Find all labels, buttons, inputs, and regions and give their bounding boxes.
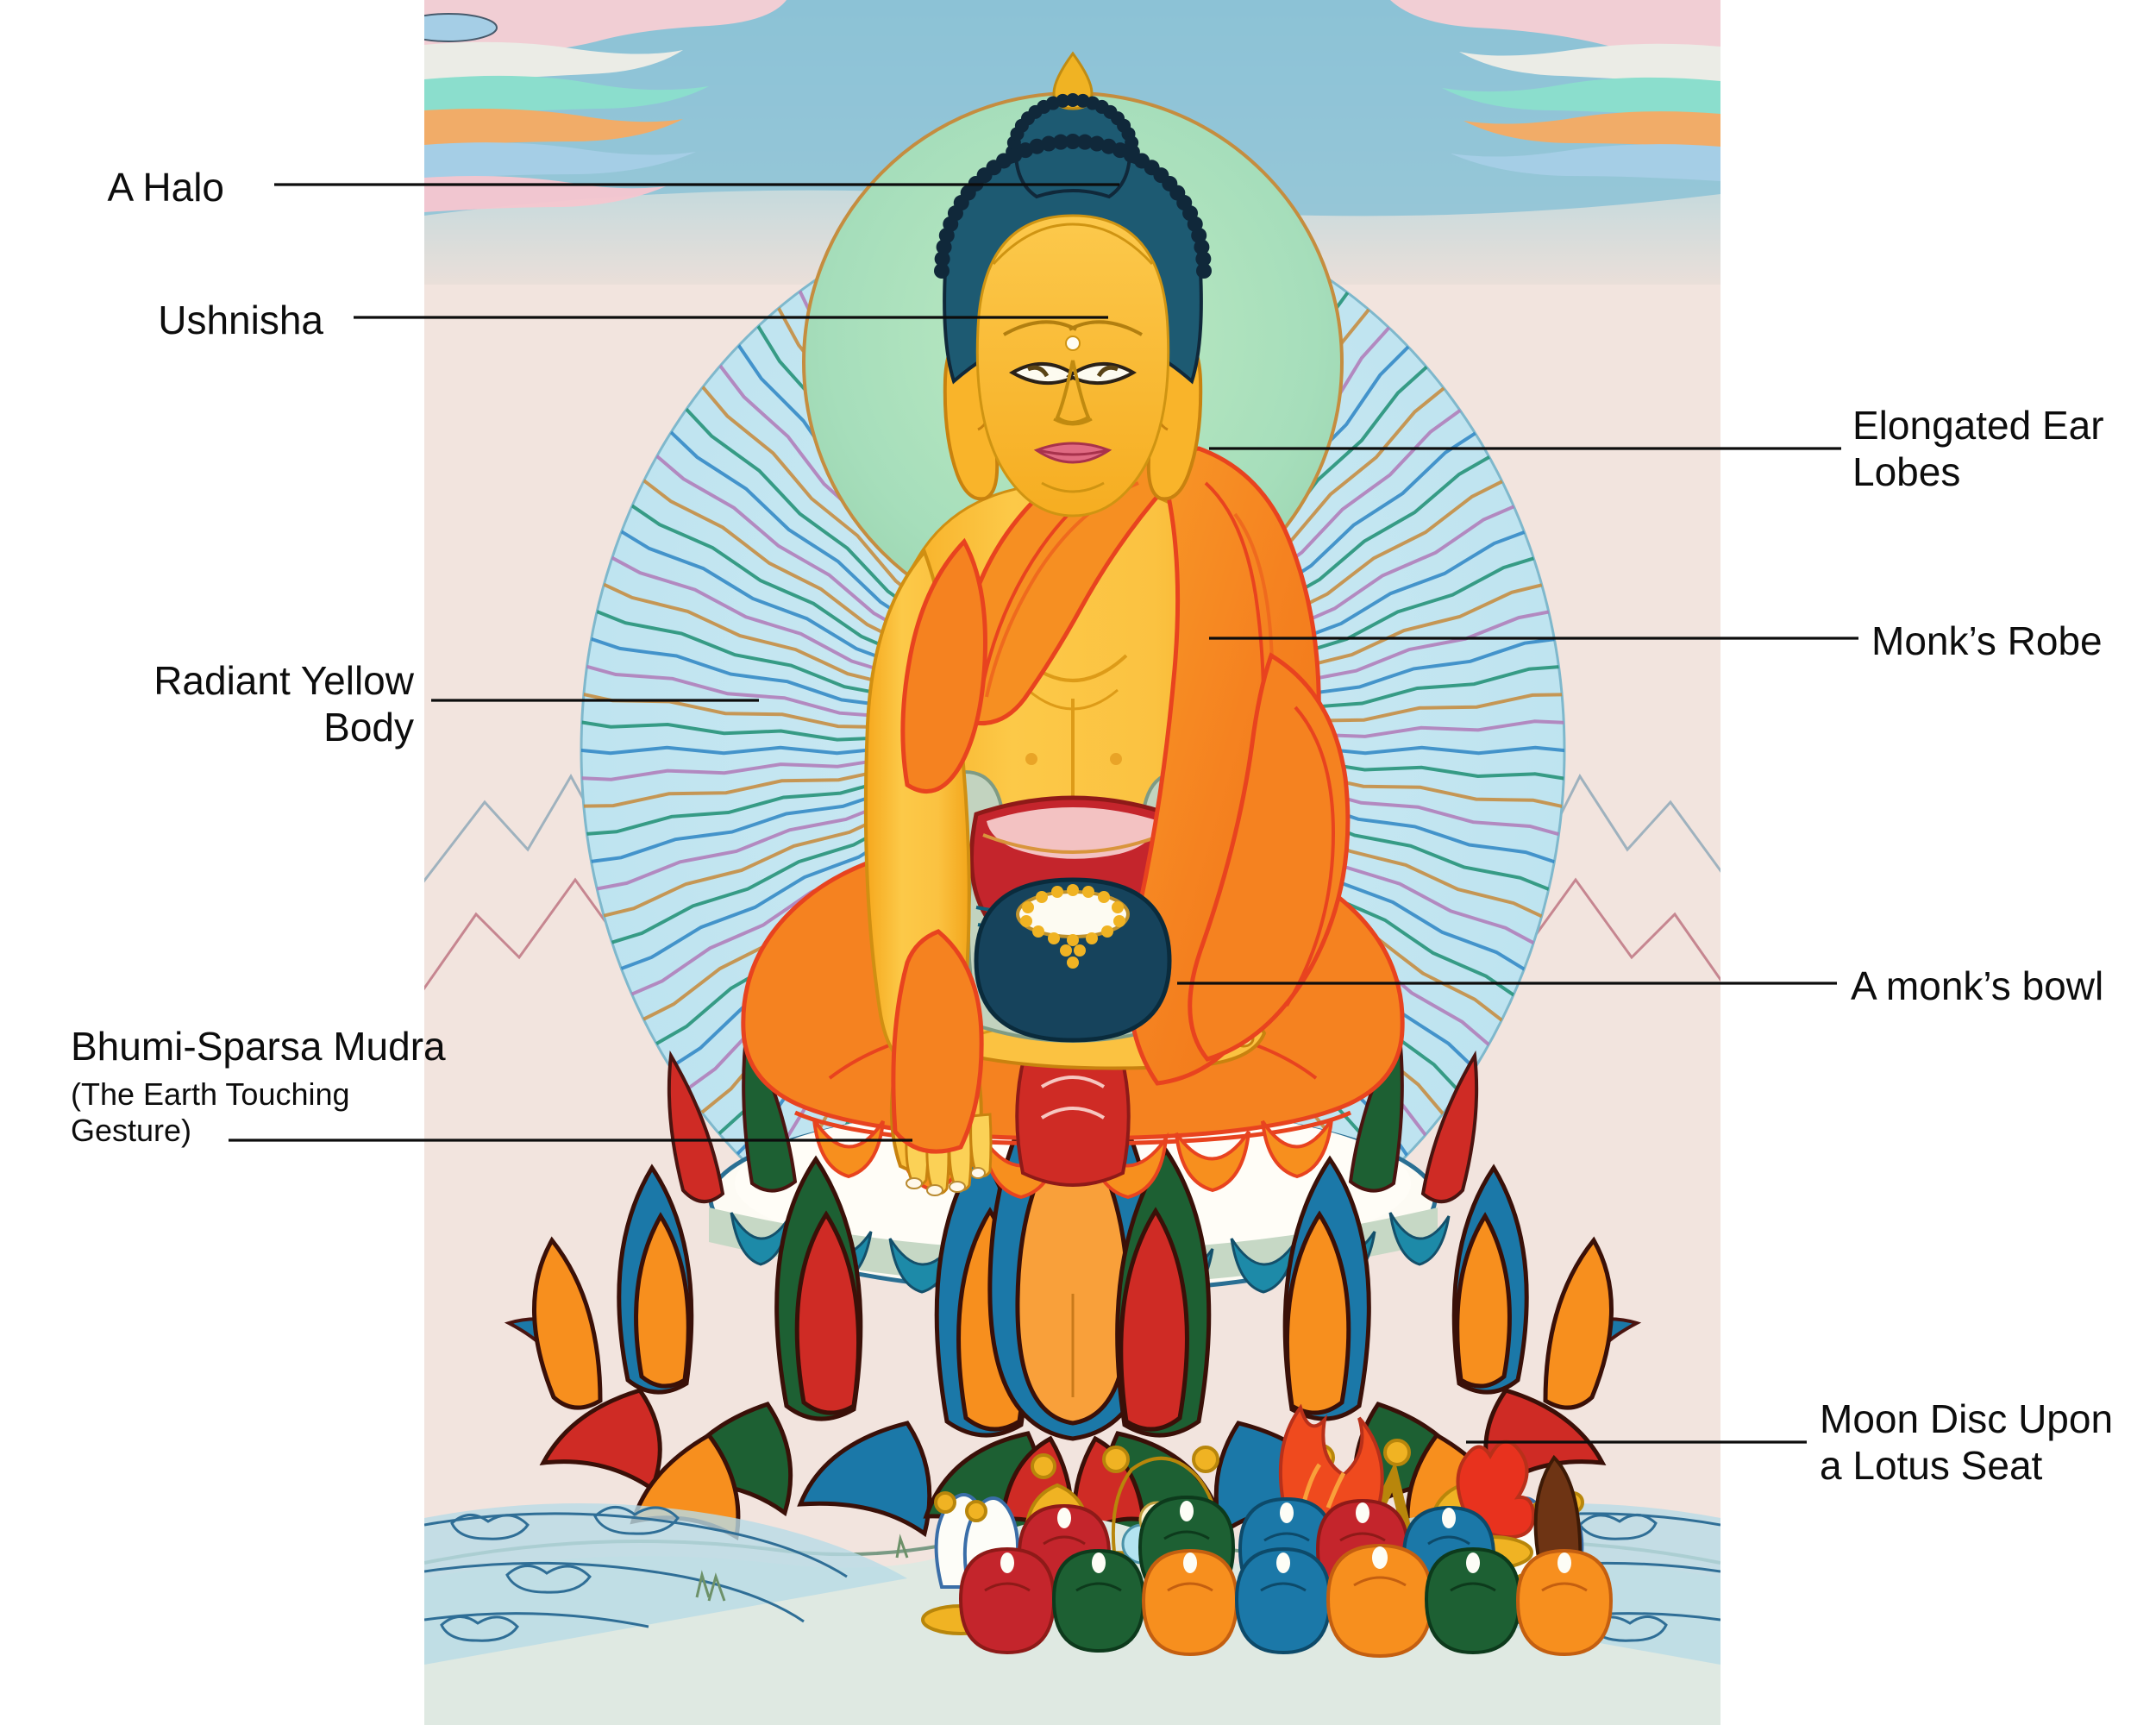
label-mudra-subtitle: (The Earth Touching Gesture)	[71, 1076, 350, 1149]
offering-row	[921, 1403, 1614, 1659]
label-elongated-ear-lobes: Elongated Ear Lobes	[1852, 403, 2104, 495]
label-monks-robe: Monk’s Robe	[1871, 618, 2103, 663]
monks-bowl	[974, 877, 1172, 1043]
offering-jewels-front	[958, 1543, 1614, 1659]
label-moon-disc-lotus-seat: Moon Disc Upon a Lotus Seat	[1820, 1396, 2114, 1489]
thangka-painting	[424, 0, 1720, 1725]
buddha-figure	[741, 51, 1405, 1200]
label-ushnisha: Ushnisha	[158, 298, 323, 342]
painting-canvas	[424, 0, 1720, 1725]
buddha-head	[934, 51, 1212, 518]
monk-robe	[891, 427, 1351, 1154]
cloud-band-right	[1390, 0, 1720, 181]
label-halo: A Halo	[107, 165, 224, 210]
label-radiant-yellow-body: Radiant Yellow Body	[154, 658, 414, 750]
lotus-seat	[504, 1022, 1642, 1555]
label-bhumi-sparsa-mudra: Bhumi-Sparsa Mudra	[71, 1024, 446, 1069]
label-monks-bowl: A monk’s bowl	[1851, 963, 2104, 1008]
horn-offering	[1533, 1454, 1583, 1577]
